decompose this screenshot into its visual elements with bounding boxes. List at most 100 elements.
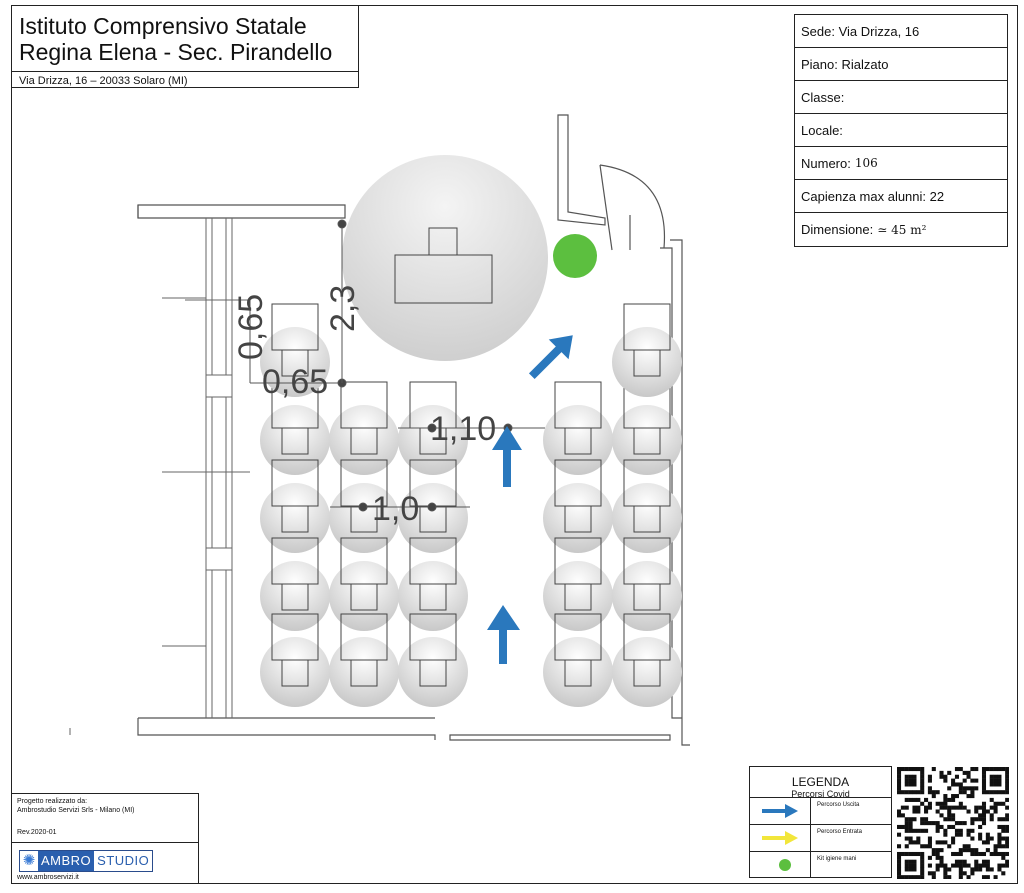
student-chair (281, 349, 309, 377)
exit-arrow-icon (528, 335, 573, 380)
student-distance-circle (329, 637, 399, 707)
legend-header: LEGENDA Percorsi Covid (750, 767, 891, 799)
walls (137, 114, 690, 746)
student-chair (419, 583, 447, 611)
divider (11, 842, 199, 843)
student-distance-circle (398, 405, 468, 475)
exit-arrow-icon (492, 426, 522, 487)
student-chair (350, 427, 378, 455)
info-dimensione: Dimensione: ≃ 45 m² (795, 213, 1007, 246)
info-capienza: Capienza max alunni: 22 (795, 180, 1007, 213)
qr-code-icon (897, 767, 1009, 879)
student-distance-circle (260, 483, 330, 553)
window-column (69, 218, 250, 735)
student-distance-circle (260, 405, 330, 475)
student-distance-circle (612, 483, 682, 553)
info-classe: Classe: (795, 81, 1007, 114)
dimension-label-110: 1,10 (430, 410, 496, 448)
legend: LEGENDA Percorsi Covid Percorso Uscita P… (749, 766, 892, 878)
student-chair (564, 427, 592, 455)
sun-icon: ✺ (22, 852, 36, 869)
student-distance-circle (329, 483, 399, 553)
student-chair (419, 659, 447, 687)
student-distance-circle (543, 483, 613, 553)
school-name-line2: Regina Elena - Sec. Pirandello (19, 39, 333, 65)
student-distance-circle (398, 637, 468, 707)
legend-exit-label: Percorso Uscita (817, 802, 860, 808)
dimension-label-10: 1,0 (372, 490, 419, 528)
student-distance-circle (260, 637, 330, 707)
legend-entry-label: Percorso Entrata (817, 829, 863, 835)
revision: Rev.2020-01 (17, 829, 57, 836)
room-info-table: Sede: Via Drizza, 16 Piano: Rialzato Cla… (794, 14, 1008, 247)
student-distance-circle (543, 405, 613, 475)
student-chair (350, 583, 378, 611)
student-chair (281, 659, 309, 687)
teacher-desk (394, 254, 493, 304)
entry-arrow-icon (762, 831, 798, 845)
legend-title: LEGENDA (791, 775, 850, 789)
info-piano: Piano: Rialzato (795, 48, 1007, 81)
dimensione-value: ≃ 45 m² (877, 222, 927, 237)
info-sede: Sede: Via Drizza, 16 (795, 15, 1007, 48)
info-numero: Numero: 106 (795, 147, 1007, 180)
website: www.ambroservizi.it (17, 874, 79, 881)
student-distance-circle (398, 483, 468, 553)
student-distance-circle (612, 637, 682, 707)
school-name-line1: Istituto Comprensivo Statale (19, 13, 307, 39)
student-chair (633, 659, 661, 687)
numero-value: 106 (854, 156, 878, 170)
student-distance-circle (329, 561, 399, 631)
ambrostudio-logo: ✺ AMBRO STUDIO (19, 850, 154, 872)
credit-line2: Ambrostudio Servizi Srls - Milano (MI) (17, 807, 135, 814)
student-distance-circle (329, 405, 399, 475)
teacher-distance-area (342, 155, 548, 361)
student-chair (350, 659, 378, 687)
student-chair (633, 349, 661, 377)
info-locale: Locale: (795, 114, 1007, 147)
legend-row-exit: Percorso Uscita (750, 798, 891, 825)
student-distance-circle (612, 327, 682, 397)
student-chair (633, 427, 661, 455)
student-chair (564, 659, 592, 687)
drawing-frame (11, 5, 1018, 884)
student-distance-circle (543, 637, 613, 707)
exit-arrows (487, 335, 573, 664)
student-chair (633, 505, 661, 533)
logo-studio: STUDIO (97, 853, 150, 868)
student-chair (564, 505, 592, 533)
credits-block: Progetto realizzato da: Ambrostudio Serv… (11, 793, 199, 884)
student-chair (281, 427, 309, 455)
student-desks (260, 303, 682, 707)
student-distance-circle (543, 561, 613, 631)
student-chair (633, 583, 661, 611)
student-chair (281, 583, 309, 611)
student-distance-circle (398, 561, 468, 631)
divider (11, 71, 359, 72)
dimension-label-065-vertical: 0,65 (232, 294, 270, 360)
exit-arrow-icon (487, 605, 520, 664)
dimension-label-065-horizontal: 0,65 (262, 363, 328, 401)
student-chair (281, 505, 309, 533)
hand-sanitizer-dot-icon (553, 234, 597, 278)
legend-subtitle: Percorsi Covid (791, 789, 850, 799)
student-chair (564, 583, 592, 611)
exit-arrow-icon (762, 804, 798, 818)
dimension-label-23: 2,3 (324, 285, 362, 332)
credit-line1: Progetto realizzato da: (17, 798, 88, 805)
logo-ambro: AMBRO (38, 851, 95, 871)
dimensione-label: Dimensione: (801, 222, 874, 237)
student-distance-circle (260, 327, 330, 397)
hand-sanitizer-dot-icon (779, 859, 791, 871)
school-address: Via Drizza, 16 – 20033 Solaro (MI) (19, 75, 188, 87)
student-distance-circle (612, 561, 682, 631)
legend-row-entry: Percorso Entrata (750, 825, 891, 852)
title-block: Istituto Comprensivo Statale Regina Elen… (11, 5, 359, 88)
legend-kit-label: Kit igiene mani (817, 856, 857, 862)
dimension-lines (249, 219, 545, 512)
legend-row-kit: Kit igiene mani (750, 852, 891, 878)
numero-label: Numero: (801, 155, 851, 171)
student-distance-circle (260, 561, 330, 631)
student-distance-circle (612, 405, 682, 475)
